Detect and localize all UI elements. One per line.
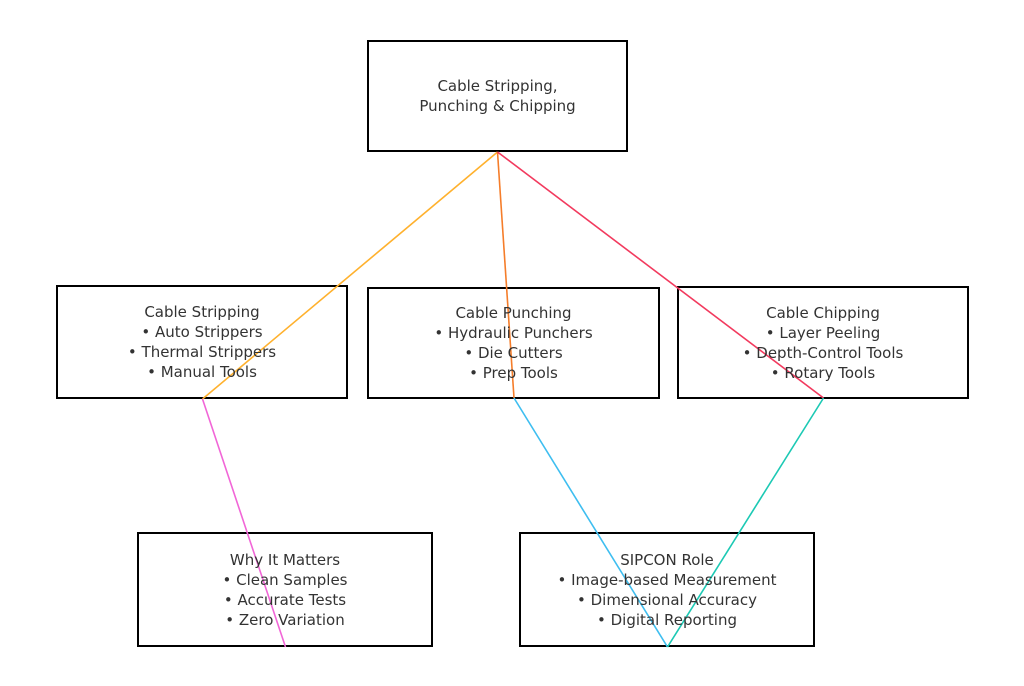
- bullet-item: • Manual Tools: [147, 363, 257, 381]
- bullet-item: • Digital Reporting: [597, 610, 737, 629]
- node-cable-stripping: Cable Stripping • Auto Strippers • Therm…: [56, 285, 348, 399]
- bullet-item: • Zero Variation: [225, 610, 345, 629]
- bullet-item: • Image-based Measurement: [557, 570, 777, 589]
- bullet-item: • Rotary Tools: [770, 363, 876, 382]
- node-cable-punching: Cable Punching • Hydraulic Punchers • Di…: [367, 287, 660, 399]
- bullet-item: • Accurate Tests: [223, 590, 347, 609]
- bullet-item: • Thermal Strippers: [127, 343, 277, 361]
- bullet-item: • Layer Peeling: [765, 323, 881, 342]
- bullet-item: • Clean Samples: [222, 570, 348, 589]
- node-title: Cable Stripping: [144, 303, 260, 321]
- node-title: Cable Punching: [455, 304, 572, 322]
- node-title: SIPCON Role: [620, 550, 714, 569]
- bullet-item: • Depth-Control Tools: [742, 343, 904, 362]
- bullet-item: • Dimensional Accuracy: [577, 590, 757, 609]
- node-title: Cable Stripping,: [437, 77, 558, 95]
- node-root-cable-stripping-punching-chipping: Cable Stripping, Punching & Chipping: [367, 40, 628, 152]
- node-title: Cable Chipping: [766, 303, 880, 322]
- bullet-item: • Hydraulic Punchers: [434, 324, 593, 342]
- node-title: Punching & Chipping: [419, 97, 576, 115]
- node-title: Why It Matters: [229, 550, 341, 569]
- bullet-item: • Die Cutters: [464, 344, 563, 362]
- node-why-it-matters: Why It Matters • Clean Samples • Accurat…: [137, 532, 433, 647]
- node-cable-chipping: Cable Chipping • Layer Peeling • Depth-C…: [677, 286, 969, 399]
- node-sipcon-role: SIPCON Role • Image-based Measurement • …: [519, 532, 815, 647]
- bullet-item: • Auto Strippers: [141, 323, 263, 341]
- bullet-item: • Prep Tools: [469, 364, 558, 382]
